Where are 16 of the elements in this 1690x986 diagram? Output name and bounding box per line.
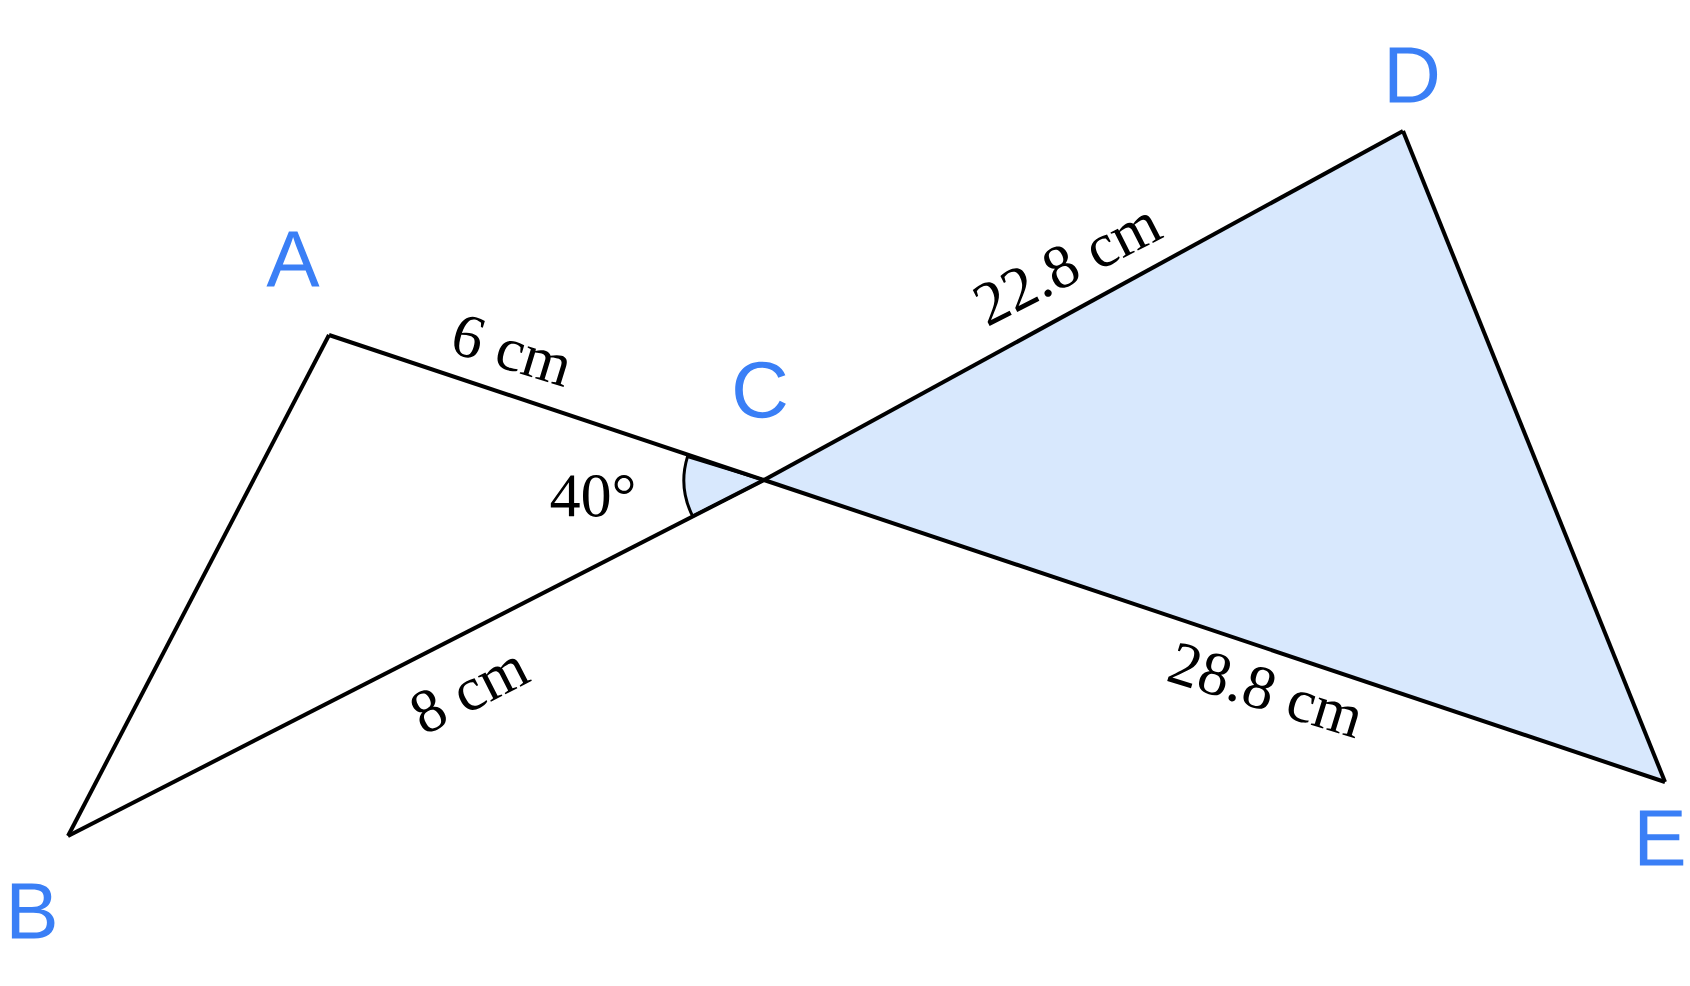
length-label: 28.8 cm [1167, 643, 1358, 739]
angle-label: 40° [550, 475, 634, 517]
vertex-label: E [1639, 810, 1684, 866]
line-segment [67, 478, 765, 838]
line-segment [328, 333, 765, 482]
vertex-label: B [11, 883, 55, 939]
vertex-label: A [266, 231, 320, 287]
line-segment [1401, 130, 1667, 783]
vertex-label: D [1389, 47, 1438, 103]
line-segment [763, 129, 1404, 482]
length-label: 22.8 cm [972, 215, 1165, 327]
vertex-label: C [735, 361, 786, 419]
line-segment [66, 334, 331, 837]
line-segment [763, 478, 1666, 784]
length-label: 6 cm [454, 316, 567, 387]
length-label: 8 cm [411, 658, 532, 732]
